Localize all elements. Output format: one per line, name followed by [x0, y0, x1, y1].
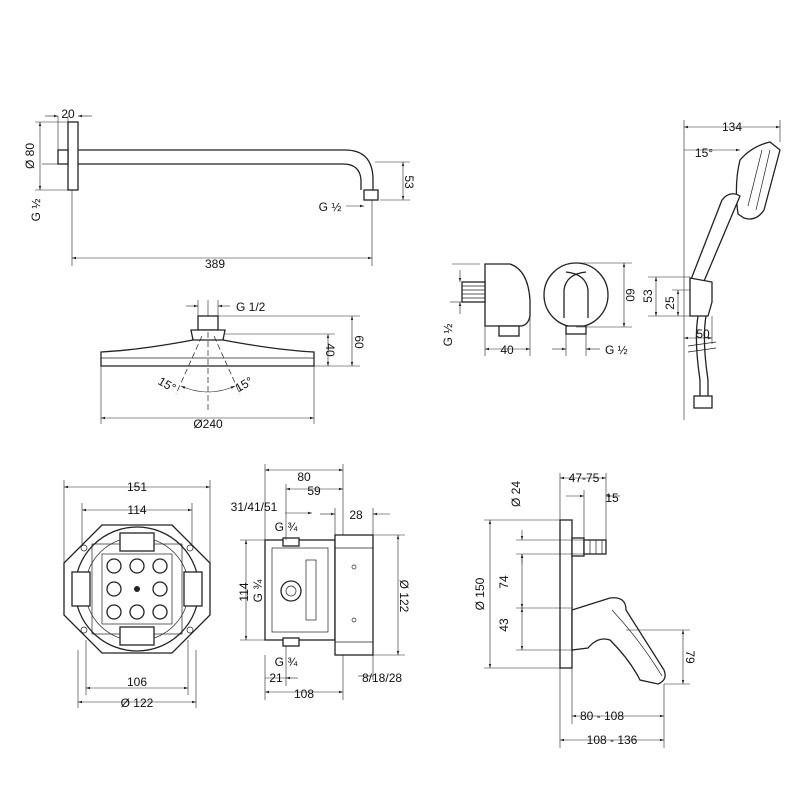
hand-angle: 15°: [695, 146, 713, 160]
wall-flange: [67, 121, 79, 191]
box-outer-width: 151: [127, 480, 147, 494]
mixer-dim-43: 43: [497, 618, 511, 632]
hand-width: 134: [722, 120, 742, 134]
side-variable-depth: 31/41/51: [231, 500, 278, 514]
arm-length: 389: [205, 257, 225, 271]
arm-wall-thread: G ½: [29, 199, 43, 222]
arm-pipe: [78, 149, 374, 190]
mixer-dim-74: 74: [497, 575, 511, 589]
mixer-height-79: 79: [683, 650, 697, 664]
wall-thread: [57, 149, 69, 165]
hand-height-1: 53: [641, 289, 655, 303]
mixer-range-80-108: 80 - 108: [580, 709, 624, 723]
box-inner-width: 114: [127, 503, 146, 517]
hand-shower-drawing: 134 15° 53 25 50: [641, 120, 781, 420]
head-body-height: 40: [323, 343, 337, 357]
side-dim-21: 21: [269, 671, 283, 685]
outlet-front-circle: [543, 262, 609, 328]
head-diameter: Ø240: [193, 417, 223, 431]
arm-flange-depth: 20: [61, 107, 75, 121]
side-thread-top: G ¾: [275, 520, 299, 534]
box-bottom-width: 106: [127, 675, 147, 689]
head-connector: [197, 315, 219, 331]
mixer-rosette: [559, 519, 573, 669]
outlet-thread-left: G ½: [441, 324, 455, 347]
side-height-114: 114: [237, 582, 251, 601]
head-angle-left: 15°: [156, 374, 179, 395]
mixer-diameter-24: Ø 24: [509, 481, 523, 507]
mixer-dim-15: 15: [605, 491, 619, 505]
side-thread-mid: G ¾: [251, 579, 265, 603]
shower-arm-drawing: Ø 80 20 G ½ G ½ 53 389: [23, 107, 416, 271]
outlet-thread: [363, 189, 379, 201]
outlet-height: 60: [623, 288, 637, 302]
side-width-80: 80: [297, 470, 311, 484]
hand-height-2: 25: [663, 296, 677, 310]
box-side-cover: [334, 534, 374, 656]
mixer-drawing: 47-75 Ø 24 15 Ø 150 74 43 79 80 - 108 10…: [473, 471, 697, 748]
outlet-inlet-thread: [461, 281, 486, 303]
side-diameter-122: Ø 122: [397, 580, 411, 613]
box-bottom-diameter: Ø 122: [121, 696, 154, 710]
side-thread-bottom: G ¾: [275, 655, 299, 669]
arm-height: 53: [402, 175, 416, 189]
overhead-shower-drawing: G 1/2 60 40 15° 15° Ø240: [100, 300, 366, 431]
head-thread: G 1/2: [236, 300, 266, 314]
arm-flange-diameter: Ø 80: [23, 143, 37, 169]
outlet-depth: 40: [500, 343, 514, 357]
mixer-range-47-75: 47-75: [569, 471, 600, 485]
box-side-drawing: 80 59 31/41/51 28 G ¾ G ¾ G ¾ 114 Ø 122 …: [231, 464, 411, 701]
mixer-range-108-136: 108 - 136: [587, 733, 638, 747]
arm-outlet-thread: G ½: [319, 200, 342, 214]
side-width-59: 59: [307, 484, 321, 498]
hand-depth: 50: [696, 327, 710, 341]
mixer-lever: [571, 597, 666, 685]
side-depth-28: 28: [349, 508, 363, 522]
head-total-height: 60: [352, 335, 366, 349]
outlet-thread-right: G ½: [605, 343, 628, 357]
side-variable-depth-2: 8/18/28: [362, 671, 402, 685]
wall-outlet-drawing: G ½ 40 G ½ 60: [441, 262, 637, 357]
box-front-drawing: 151 114 106 Ø 122: [63, 480, 211, 710]
mixer-spout: [583, 539, 607, 555]
head-angle-right: 15°: [233, 374, 256, 395]
hand-holder: [689, 277, 713, 317]
side-width-108: 108: [294, 687, 314, 701]
mixer-diameter-150: Ø 150: [473, 577, 487, 610]
